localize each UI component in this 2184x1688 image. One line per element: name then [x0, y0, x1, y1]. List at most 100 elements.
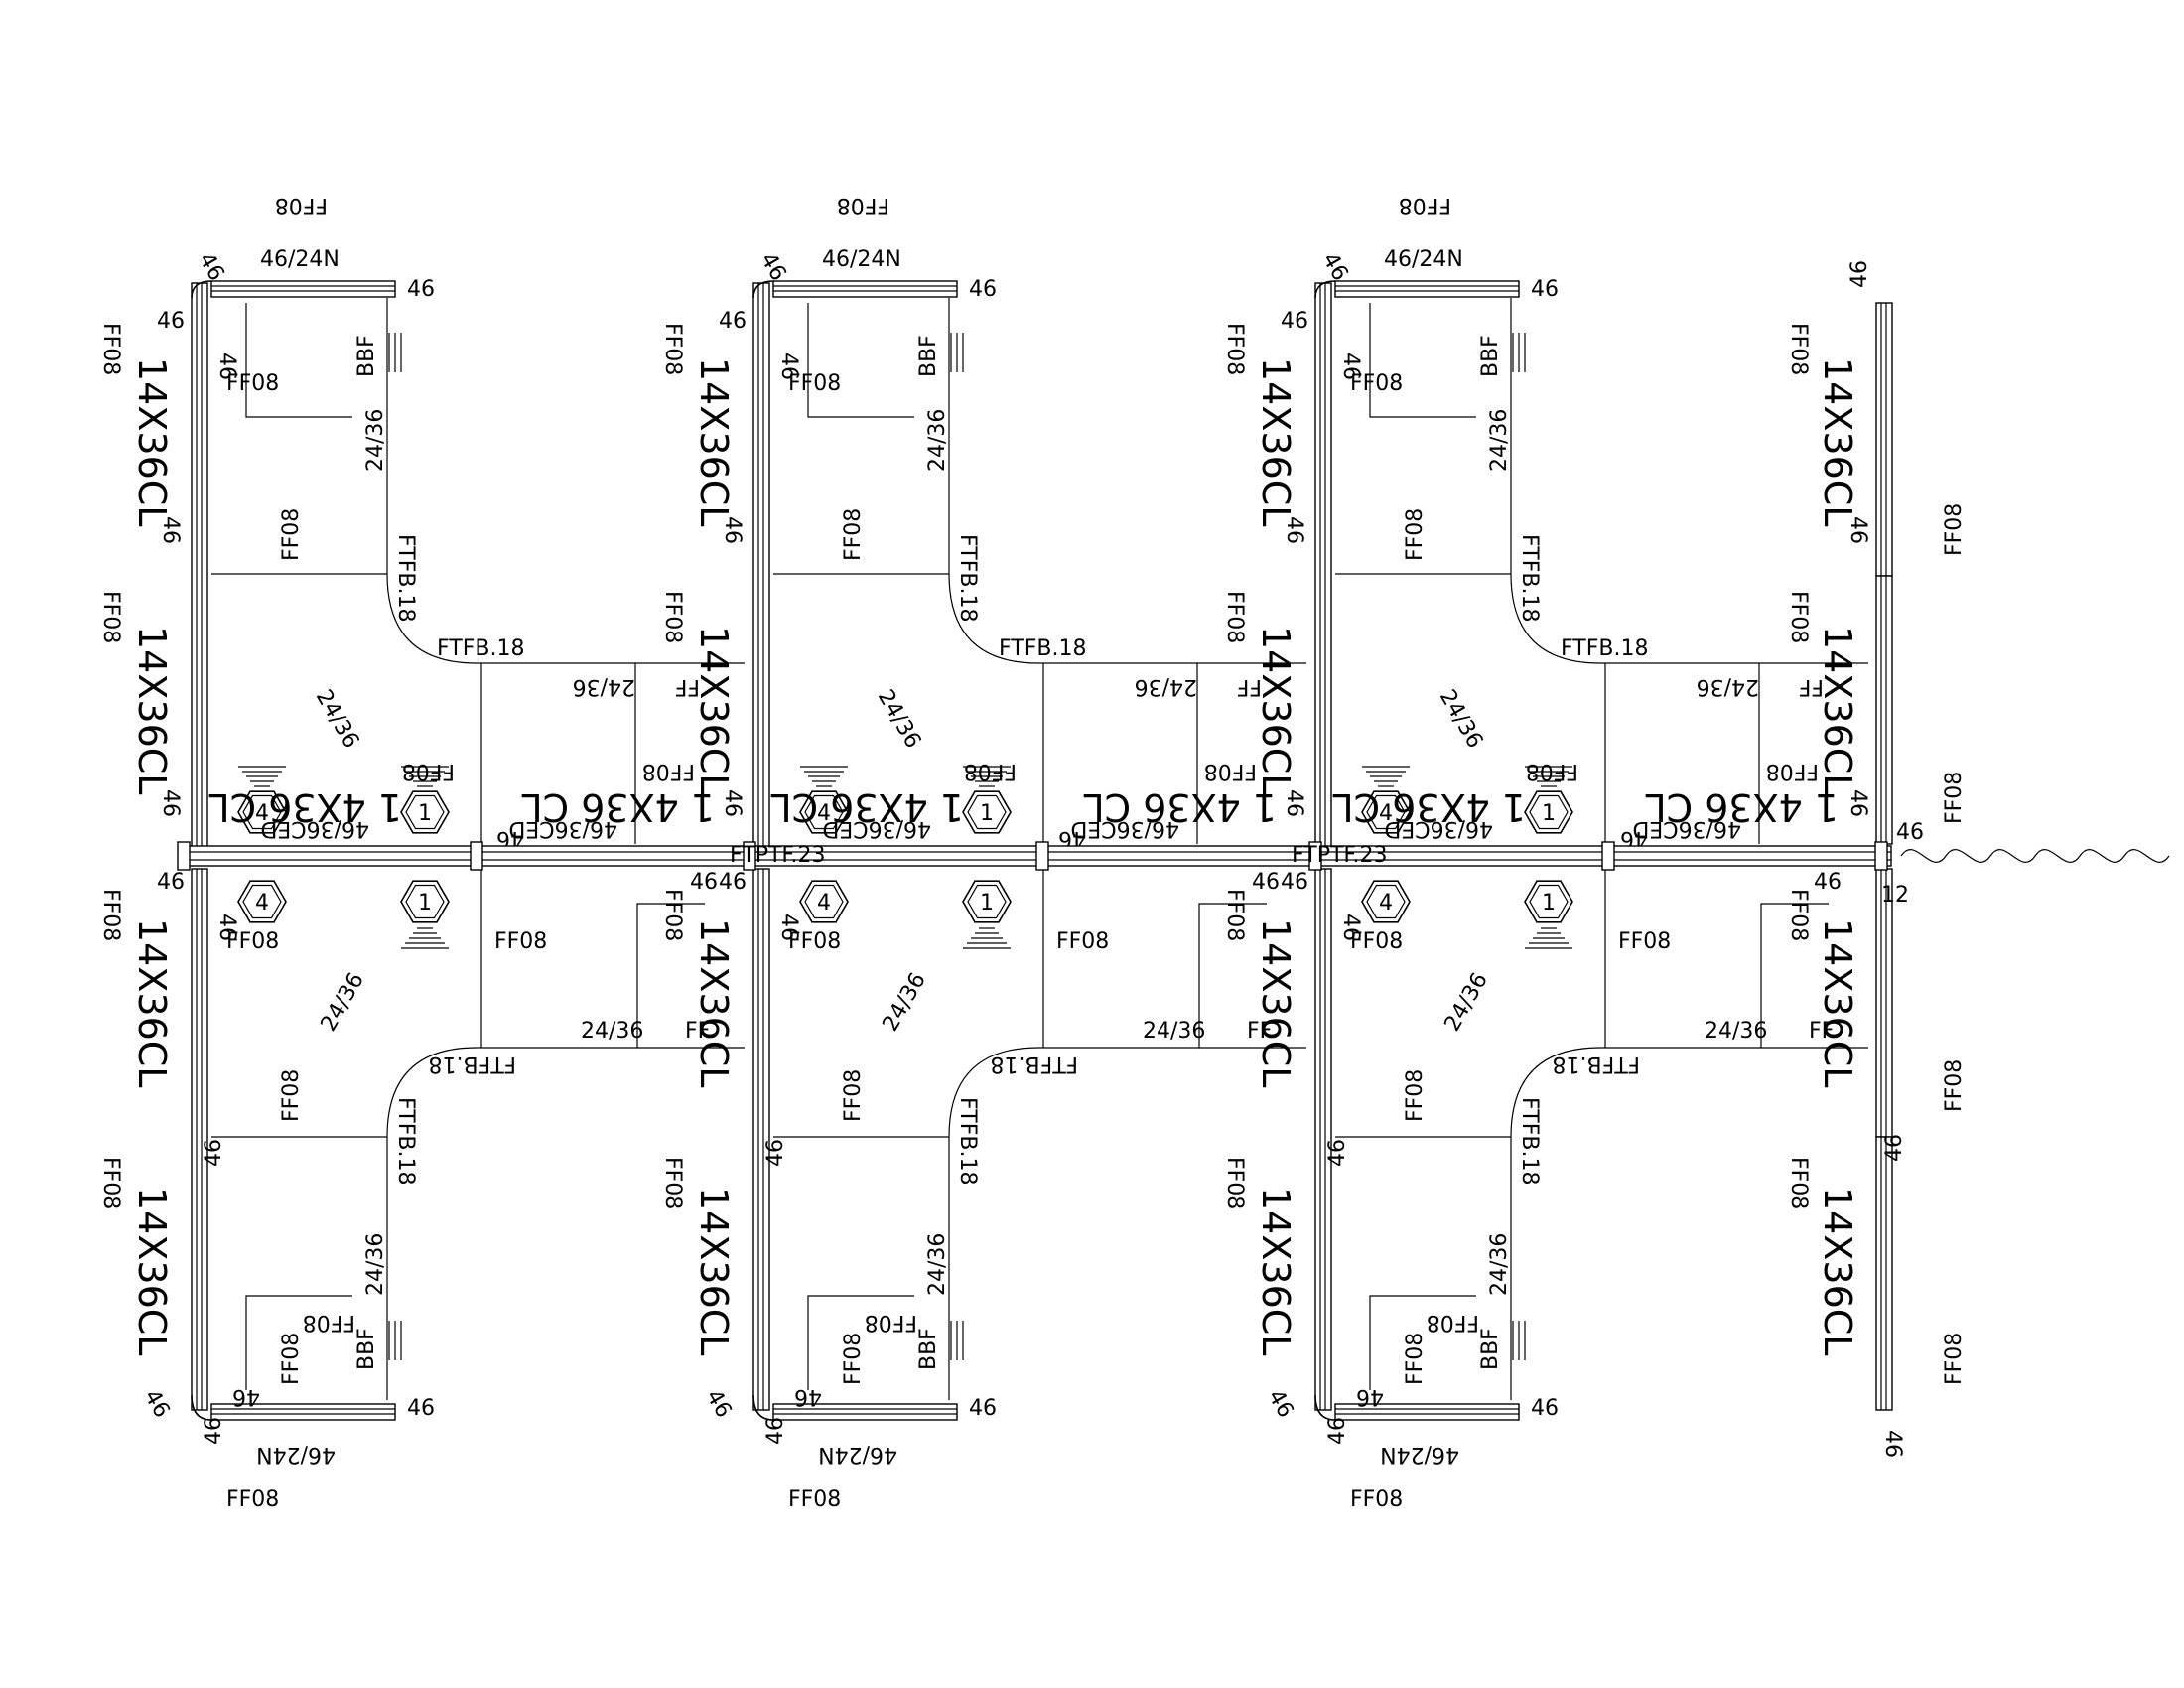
hex-outline: [799, 790, 849, 834]
l-worksurface-upper: [948, 298, 1306, 664]
label-ff08-center-lower: FF08: [1618, 929, 1671, 954]
label-ced-left: 46/36CED: [1384, 816, 1493, 841]
label-end-ff08-5: FF08: [1786, 889, 1811, 941]
label-ftfb-upper-h: FTFB.18: [437, 636, 524, 661]
hex-label: 1: [418, 801, 432, 826]
pedestal-lower: [245, 1295, 352, 1390]
label-46-bottom: 46: [407, 1396, 435, 1421]
label-46-corner-bottom: 46: [139, 1386, 175, 1423]
hex-upper-left: 4: [799, 790, 849, 834]
label-ff08-desk-upper: FF08: [788, 371, 841, 396]
label-end-ff08-6: FF08: [1942, 1059, 1967, 1112]
label-2436-diag-upper: 24/36: [1434, 686, 1487, 753]
label-cl-2: 14X36CL: [692, 626, 736, 794]
label-46-left-lower: 46: [719, 870, 747, 895]
hex-lower-right: 1: [400, 880, 450, 923]
hex-outline: [799, 880, 849, 923]
label-ftptf: FTPTF.23: [730, 843, 826, 868]
label-2436-diag-lower: 24/36: [317, 969, 369, 1036]
panel-body: [210, 1403, 396, 1421]
label-ced-right: 46/36CED: [1632, 816, 1741, 841]
label-ftptf: FTPTF.23: [1292, 843, 1388, 868]
label-ff08-desk-lower: FF08: [788, 929, 841, 954]
label-ftfb-lower-h: FTFB.18: [429, 1052, 516, 1076]
hex-outline: [1361, 880, 1411, 923]
bottom-panel: [210, 1403, 396, 1421]
label-cl-2: 14X36CL: [1254, 626, 1297, 794]
label-end-ff08-2: FF08: [1942, 503, 1967, 556]
panel-body: [752, 282, 770, 850]
bbf-marker-lower: [1512, 1321, 1526, 1360]
hex-inner: [1366, 884, 1406, 919]
bbf-marker-upper: [950, 333, 964, 372]
label-ff08-mid-lower: FF08: [841, 1069, 866, 1122]
label-ff08-mid-upper: FF08: [279, 508, 304, 561]
label-ff08-mid-lower: FF08: [279, 1069, 304, 1122]
label-end-46-1: 46: [1845, 516, 1870, 544]
label-ff08-pedestal: FF08: [865, 1310, 917, 1335]
symbol-upper-left: [1362, 766, 1410, 787]
panel-body: [772, 280, 958, 298]
spine-connector: [470, 841, 483, 871]
label-ff08-top: FF08: [275, 193, 328, 217]
panel-body: [191, 868, 208, 1411]
label-46-24n-top: 46/24N: [260, 247, 340, 272]
end-panel-2: [1875, 575, 1893, 845]
label-ff08-desk-bottom: FF08: [841, 1333, 866, 1385]
panel-body: [191, 282, 208, 850]
bbf-marker-upper: [388, 333, 402, 372]
label-end-46-top: 46: [1847, 260, 1872, 288]
hex-inner: [967, 884, 1007, 919]
spine-connector: [177, 841, 191, 871]
symbol-upper-left: [238, 766, 286, 787]
pedestal-upper: [807, 303, 914, 418]
label-end-ff08-1: FF08: [1786, 323, 1811, 375]
hex-lower-right: 1: [962, 880, 1012, 923]
hex-upper-left: 4: [1361, 790, 1411, 834]
label-46-bottom-inner: 46: [794, 1384, 822, 1409]
hex-outline: [962, 790, 1012, 834]
label-46-right-lower: 46: [690, 870, 718, 895]
label-cl-1: 14X36CL: [692, 357, 736, 526]
spine-connector: [1874, 841, 1888, 871]
label-ff08-pedestal: FF08: [1427, 1310, 1479, 1335]
hex-label: 1: [980, 891, 994, 915]
label-cl-h-1: 1 4X36 CL: [208, 785, 402, 829]
label-ff08-desk-bottom: FF08: [1403, 1333, 1428, 1385]
hex-outline: [237, 880, 287, 923]
label-ff08-outer-2: FF08: [660, 591, 685, 643]
label-ftfb-lower-v: FTFB.18: [393, 1097, 418, 1185]
panel-body: [1314, 282, 1332, 850]
label-end-ff08-4: FF08: [1942, 772, 1967, 824]
panel-body: [1334, 1403, 1520, 1421]
hex-upper-left: 4: [237, 790, 287, 834]
top-panel: [210, 280, 396, 298]
label-46-24n-bottom: 46/24N: [1380, 1442, 1459, 1467]
label-ff08-bottom: FF08: [788, 1487, 841, 1512]
end-panel-4: [1875, 1136, 1893, 1411]
label-ff08-desk-upper: FF08: [1350, 371, 1403, 396]
label-ff08-right-upper: FF08: [1204, 759, 1257, 783]
label-2436-upper-v: 24/36: [925, 409, 950, 472]
label-ff08-bottom: FF08: [226, 1487, 279, 1512]
hex-lower-left: 4: [799, 880, 849, 923]
label-bbf-upper: BBF: [354, 335, 379, 377]
left-panel-lower: [1314, 868, 1332, 1411]
label-2436-right-upper: 24/36: [573, 674, 635, 699]
label-ff08-outer-1: FF08: [1222, 323, 1247, 375]
label-46-outer-1: 46: [1282, 516, 1306, 544]
label-46-inner-upper: 46: [1338, 352, 1363, 380]
label-cl-3: 14X36CL: [130, 918, 174, 1087]
label-bbf-upper: BBF: [1478, 335, 1503, 377]
label-ced-right: 46/36CED: [1070, 816, 1179, 841]
label-46-left-upper: 46: [157, 309, 185, 334]
label-end-cl-4: 14X36CL: [1816, 1187, 1859, 1355]
hex-inner: [242, 794, 282, 830]
label-ff08-outer-3: FF08: [1222, 889, 1247, 941]
label-cl-3: 14X36CL: [1254, 918, 1297, 1087]
label-cl-4: 14X36CL: [692, 1187, 736, 1355]
l-worksurface-lower: [948, 1047, 1306, 1400]
label-46-inner-lower-2: 46: [763, 1139, 788, 1167]
hex-lower-left: 4: [1361, 880, 1411, 923]
